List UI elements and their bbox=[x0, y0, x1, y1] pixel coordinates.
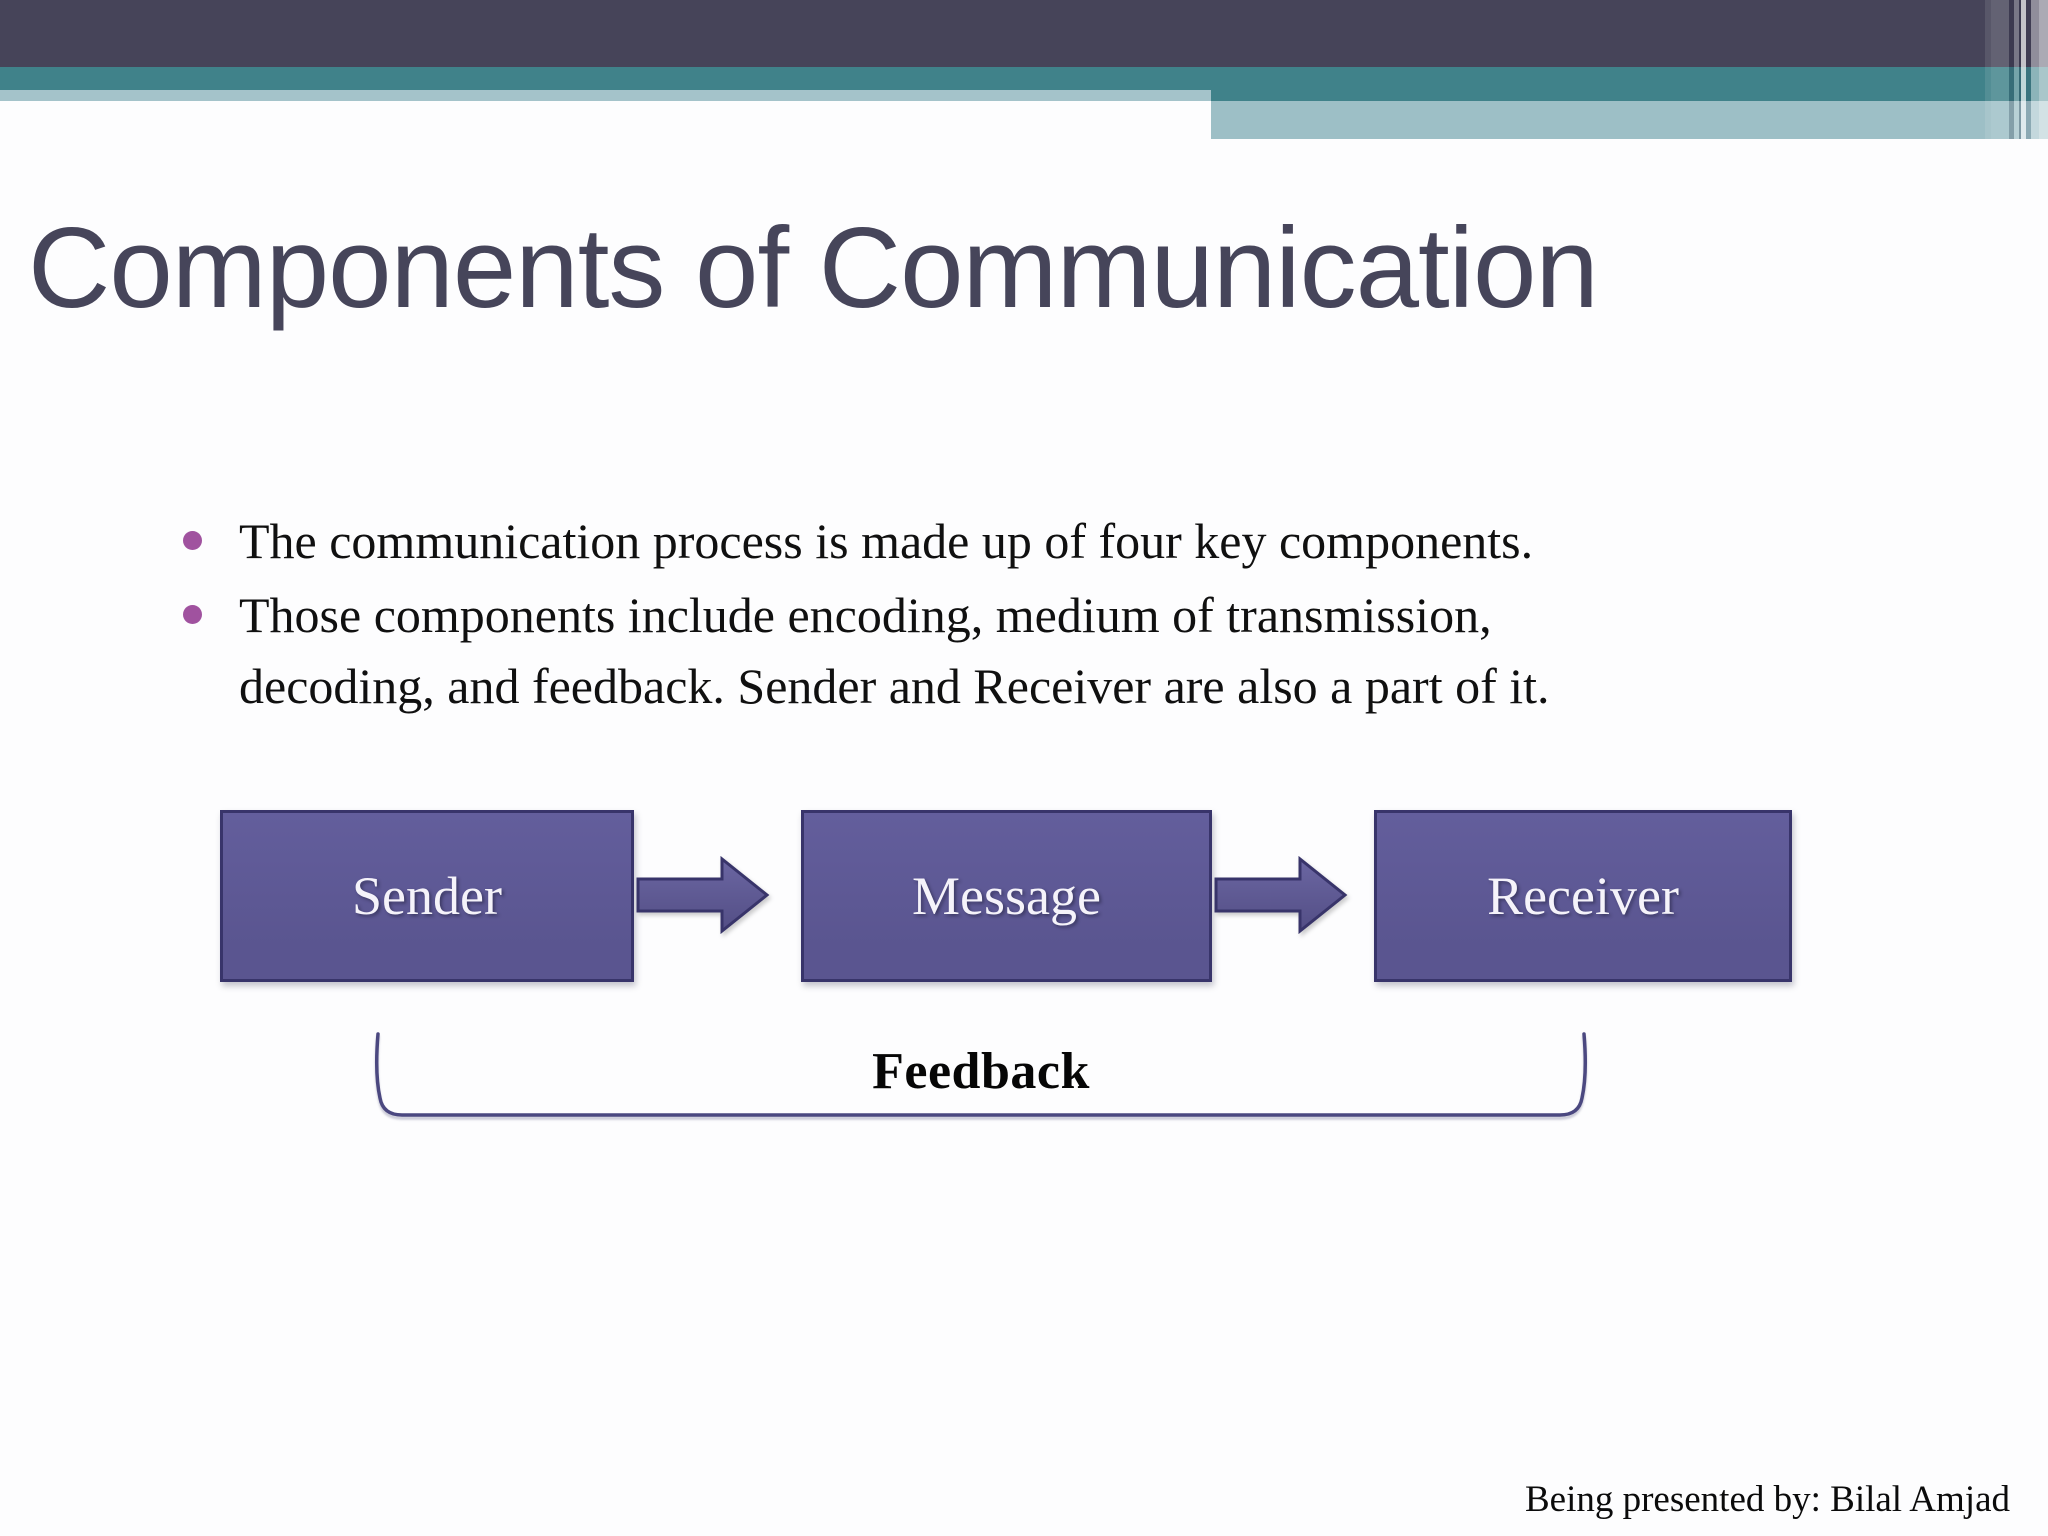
corner-stripe bbox=[2026, 0, 2031, 139]
bullet-dot-icon bbox=[183, 531, 202, 550]
header-right-light-block bbox=[1211, 101, 2048, 139]
arrow-right-icon bbox=[1214, 856, 1348, 934]
bullet-text: Those components include encoding, mediu… bbox=[239, 580, 1550, 722]
corner-stripe bbox=[2009, 0, 2014, 139]
bullet-item: The communication process is made up of … bbox=[183, 506, 1903, 577]
credit-text: Being presented by: Bilal Amjad bbox=[1524, 1479, 2010, 1520]
corner-stripes-decoration bbox=[1980, 0, 2048, 139]
header-right-teal-block bbox=[1211, 67, 2048, 101]
bullet-text-line: decoding, and feedback. Sender and Recei… bbox=[239, 658, 1550, 714]
diagram-box-label: Receiver bbox=[1487, 866, 1679, 926]
bullet-dot-icon bbox=[183, 605, 202, 624]
arrow-right-icon bbox=[636, 856, 770, 934]
corner-stripe bbox=[2039, 0, 2048, 139]
diagram-box-label: Message bbox=[912, 866, 1101, 926]
bullet-text-line: The communication process is made up of … bbox=[239, 513, 1534, 569]
corner-stripe bbox=[2031, 0, 2039, 139]
feedback-label: Feedback bbox=[872, 1043, 1090, 1100]
corner-stripe bbox=[2021, 0, 2026, 139]
diagram-box-sender: Sender bbox=[220, 810, 634, 982]
corner-stripe bbox=[1985, 0, 1991, 139]
diagram-box-receiver: Receiver bbox=[1374, 810, 1792, 982]
diagram-box-label: Sender bbox=[352, 866, 502, 926]
corner-stripe bbox=[1991, 0, 2009, 139]
corner-stripe bbox=[2014, 0, 2019, 139]
bullet-text-line: Those components include encoding, mediu… bbox=[239, 587, 1492, 643]
bullet-text: The communication process is made up of … bbox=[239, 506, 1533, 577]
corner-stripe bbox=[2019, 0, 2021, 139]
bullet-list: The communication process is made up of … bbox=[183, 506, 1903, 725]
header-bar-light-stripe bbox=[0, 90, 2048, 101]
feedback-bracket bbox=[374, 1032, 1588, 1117]
header-bar-dark bbox=[0, 0, 2048, 67]
bullet-item: Those components include encoding, mediu… bbox=[183, 580, 1903, 722]
diagram-box-message: Message bbox=[801, 810, 1212, 982]
slide-title: Components of Communication bbox=[28, 205, 1599, 332]
